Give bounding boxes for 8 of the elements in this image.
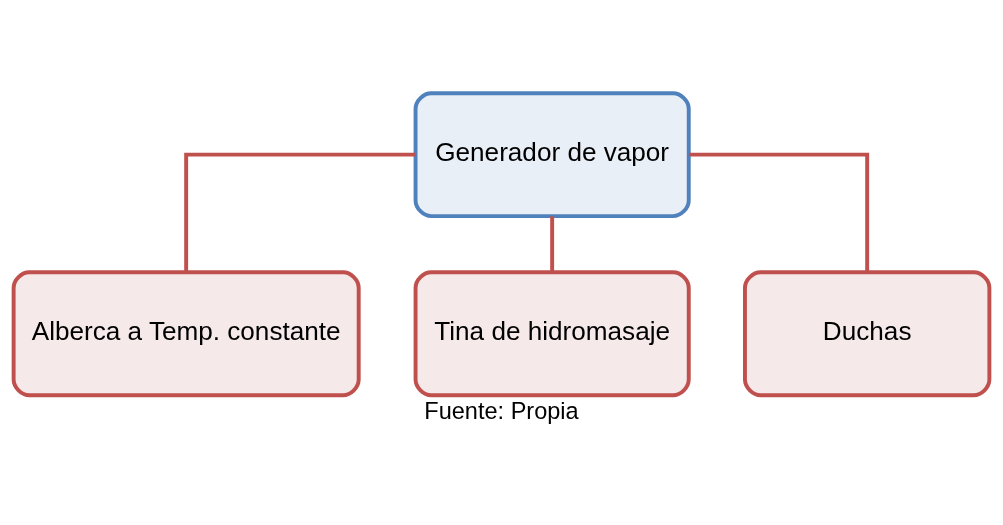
connector: [550, 216, 555, 272]
node-box: Generador de vapor: [413, 91, 691, 219]
node-box: Duchas: [743, 270, 992, 398]
node-box: Tina de hidromasaje: [413, 270, 691, 398]
node-box: Alberca a Temp. constante: [11, 270, 361, 398]
connector: [184, 152, 416, 273]
connector: [688, 152, 870, 273]
caption: Fuente: Propia: [424, 398, 579, 425]
